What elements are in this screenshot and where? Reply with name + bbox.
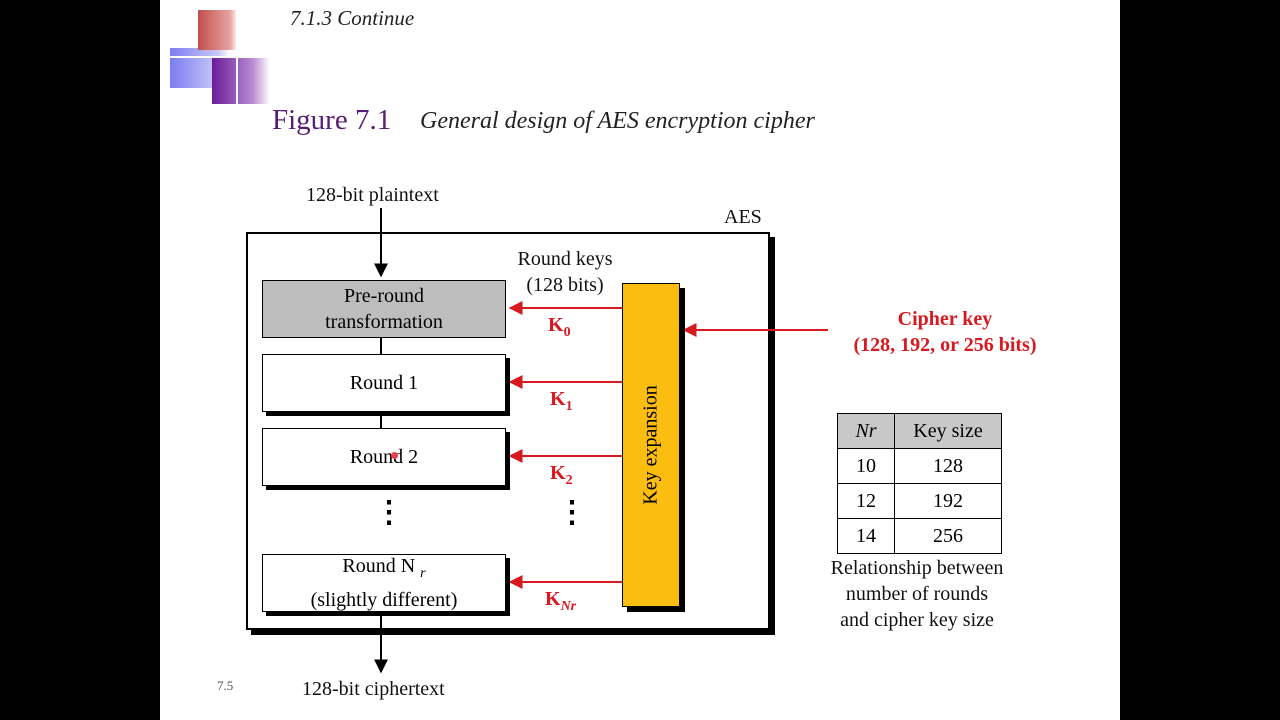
pre-round-box: Pre-round transformation [262, 280, 506, 338]
table-caption-line1: Relationship between [830, 557, 1004, 579]
k1-sub: 1 [565, 399, 573, 414]
key-expansion-box: Key expansion [622, 283, 680, 607]
table-cell: 192 [894, 483, 1002, 519]
table-cell: 256 [894, 518, 1002, 554]
k2-base: K [550, 462, 566, 484]
round-keys-line2: (128 bits) [526, 274, 604, 296]
table-row: 14 256 [837, 518, 1002, 554]
figure-number: Figure 7.1 [272, 104, 392, 136]
decor-block-purple [212, 58, 270, 104]
knr-sub: Nr [560, 599, 577, 614]
table-caption: Relationship between number of rounds an… [812, 555, 1022, 633]
arrows-layer [374, 208, 828, 674]
section-title: 7.1.3 Continue [290, 6, 415, 30]
rounds-keysize-table: Nr Key size 10 128 12 192 14 256 [837, 413, 1002, 554]
knr-base: K [545, 588, 561, 610]
k0-sub: 0 [563, 325, 571, 340]
table-cell: 10 [837, 448, 895, 484]
k2-sub: 2 [565, 473, 573, 488]
cipher-key-line2: (128, 192, or 256 bits) [853, 334, 1037, 356]
laser-pointer-dot [391, 452, 398, 459]
key-knr: KNr [545, 588, 576, 615]
cipher-key-line1: Cipher key [897, 308, 993, 330]
table-row: 12 192 [837, 483, 1002, 519]
round-nr-box: Round N r (slightly different) [262, 554, 506, 612]
key-expansion-label: Key expansion [639, 385, 662, 505]
table-header-keysize: Key size [894, 413, 1002, 449]
round-nr-sub: r [420, 566, 426, 581]
round-1-label: Round 1 [349, 372, 419, 394]
table-cell: 12 [837, 483, 895, 519]
round-nr-text: Round N [342, 555, 416, 577]
table-row: 10 128 [837, 448, 1002, 484]
table-caption-line2: number of rounds [845, 583, 989, 605]
aes-label: AES [724, 206, 762, 228]
round-nr-line2: (slightly different) [310, 589, 458, 611]
k1-base: K [550, 388, 566, 410]
round-nr-line1: Round N r [342, 553, 425, 587]
round-2-label: Round 2 [349, 446, 419, 468]
round-keys-label: Round keys (128 bits) [510, 246, 620, 298]
slide: 7.1.3 Continue Figure 7.1 General design… [160, 0, 1120, 720]
decor-line-vertical [236, 0, 238, 104]
plaintext-label: 128-bit plaintext [306, 184, 439, 206]
round-1-box: Round 1 [262, 354, 506, 412]
decor-block-red [198, 10, 238, 50]
key-k1: K1 [550, 388, 573, 415]
pre-round-line2: transformation [325, 311, 443, 333]
round-2-box: Round 2 [262, 428, 506, 486]
key-k2: K2 [550, 462, 573, 489]
round-keys-line1: Round keys [517, 248, 613, 270]
page-number: 7.5 [217, 678, 234, 693]
table-cell: 14 [837, 518, 895, 554]
rounds-ellipsis: ⋮ [374, 496, 404, 529]
key-k0: K0 [548, 314, 571, 341]
keys-ellipsis: ⋮ [557, 496, 587, 529]
ciphertext-label: 128-bit ciphertext [302, 678, 445, 700]
figure-caption: General design of AES encryption cipher [420, 108, 815, 134]
table-cell: 128 [894, 448, 1002, 484]
k0-base: K [548, 314, 564, 336]
cipher-key-label: Cipher key (128, 192, or 256 bits) [838, 306, 1052, 358]
table-caption-line3: and cipher key size [840, 609, 994, 631]
table-header-nr: Nr [837, 413, 895, 449]
decor-line-horizontal [170, 56, 280, 58]
pre-round-line1: Pre-round [344, 285, 424, 307]
